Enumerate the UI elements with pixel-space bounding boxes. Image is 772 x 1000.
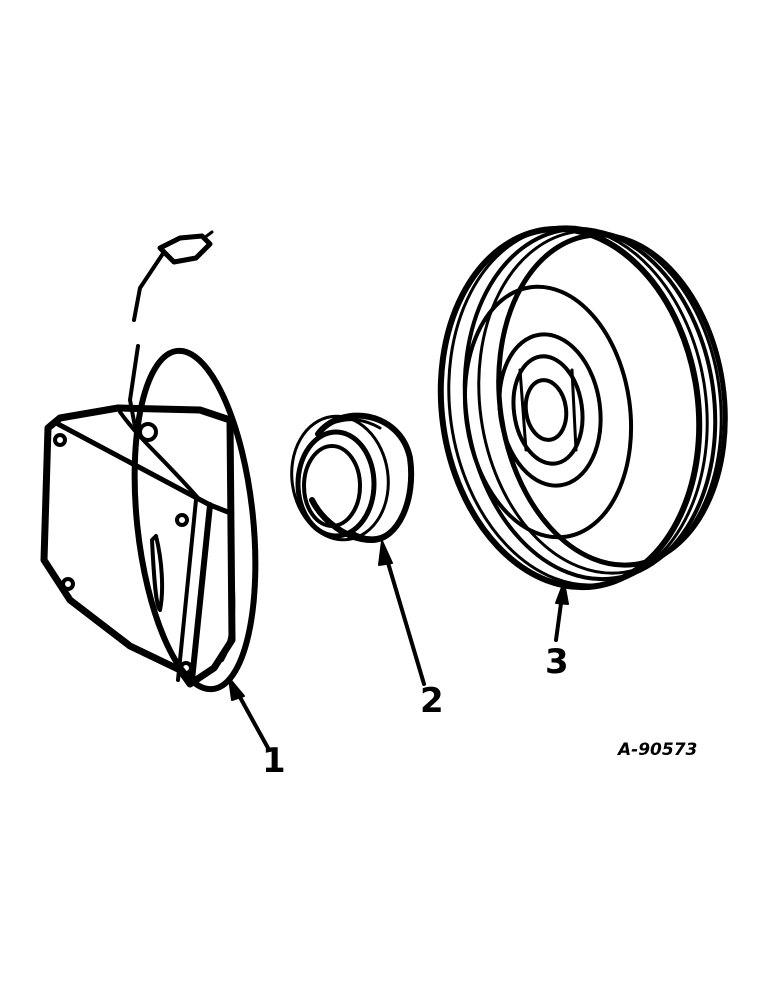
callout-number-2: 2	[420, 681, 444, 721]
callout-number-3: 3	[545, 642, 569, 682]
housing-slot	[150, 534, 165, 612]
callout-number-1: 1	[262, 741, 286, 781]
illustration-number: A-90573	[618, 740, 698, 760]
mounting-screw-icon	[179, 661, 193, 675]
lead-wire	[128, 230, 214, 434]
callout-arrow-2	[378, 540, 426, 686]
callout-arrow-3	[554, 581, 569, 642]
mounting-screw-icon	[175, 513, 189, 527]
mounting-screw-icon	[61, 577, 75, 591]
clutch-coil-assembly	[40, 230, 270, 750]
mounting-screw-icon	[53, 433, 67, 447]
coil-disc	[131, 347, 259, 693]
clutch-pulley-assembly	[437, 225, 728, 642]
callout-arrow-1	[228, 677, 270, 750]
clutch-hub-assembly	[290, 412, 426, 686]
coil-housing	[40, 404, 236, 688]
